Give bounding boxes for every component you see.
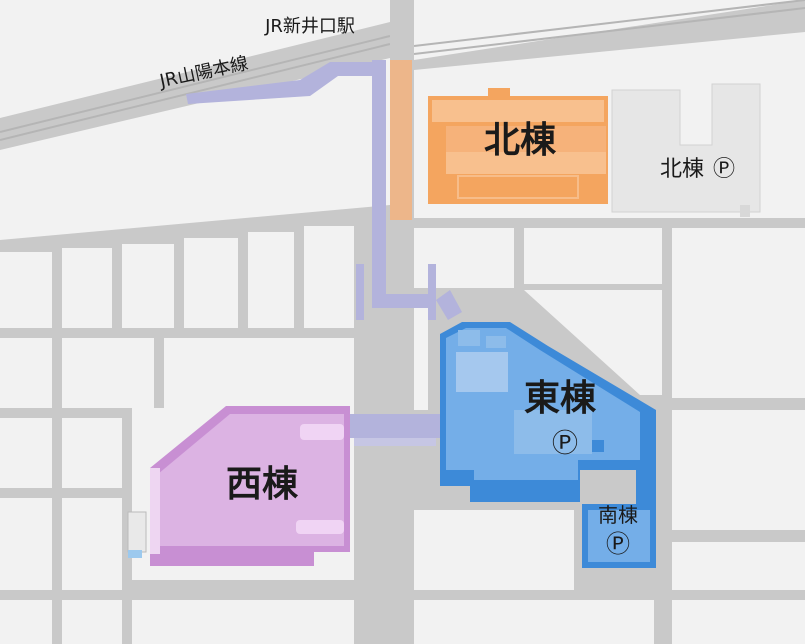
blocks-left	[0, 226, 354, 644]
station-label: JR新井口駅	[264, 16, 355, 37]
road-bottom	[0, 590, 805, 600]
pedestrian-walkway	[186, 60, 462, 446]
south-parking-icon: Ⓟ	[606, 530, 630, 558]
west-building-label: 西棟	[226, 464, 299, 505]
south-building-label: 南棟	[598, 503, 638, 527]
north-building	[428, 88, 608, 204]
east-building	[440, 322, 656, 505]
north-parking-lot	[611, 83, 761, 217]
block-rail-left	[0, 58, 390, 240]
east-building-label: 東棟	[524, 378, 597, 419]
north-building-label: 北棟	[484, 120, 557, 161]
railway	[0, 0, 805, 141]
north-parking-icon: Ⓟ	[713, 157, 735, 182]
north-connector	[390, 60, 412, 220]
west-building	[127, 406, 350, 566]
block-top-left	[0, 0, 390, 118]
south-building	[582, 504, 656, 568]
blocks-middle	[414, 228, 654, 644]
north-parking-label: 北棟	[660, 157, 704, 182]
east-parking-icon: Ⓟ	[552, 429, 578, 459]
